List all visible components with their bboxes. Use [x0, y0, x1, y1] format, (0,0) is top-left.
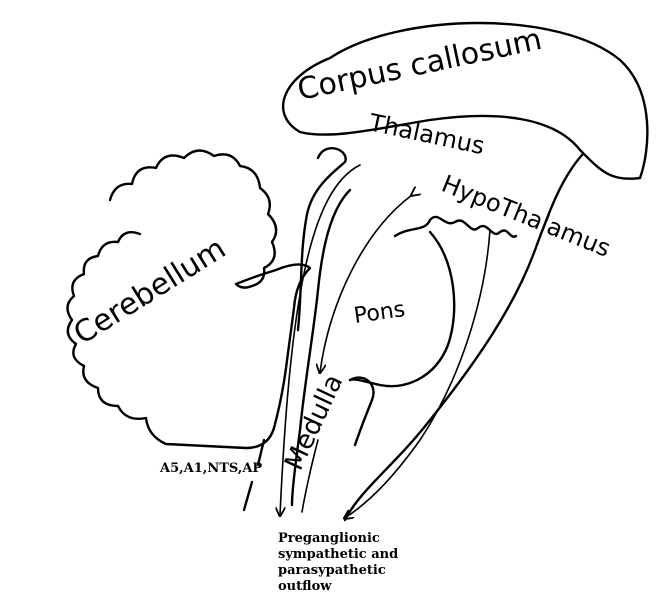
- outflow-label-line1: Preganglionic: [278, 531, 380, 546]
- cerebellum-label: Cerebellum: [68, 231, 232, 352]
- arrow-hypothalamus-to-medulla: [320, 195, 412, 372]
- nuclei-label: A5,A1,NTS,AP: [159, 461, 262, 476]
- outflow-label-line3: parasypathetic: [278, 563, 386, 578]
- corpus-callosum-label: Corpus callosum: [294, 22, 544, 108]
- outflow-label-line2: sympathetic and: [278, 547, 398, 562]
- hypothalamus-ridge: [395, 217, 516, 237]
- thalamus-outline: [298, 148, 346, 330]
- hypothalamus-label: HypoThalamus: [438, 170, 615, 263]
- medulla-notch: [350, 378, 373, 445]
- arrow-hypothalamus-to-outflow: [345, 230, 490, 518]
- pons-label: Pons: [352, 297, 406, 329]
- medulla-label: Medulla: [279, 370, 349, 475]
- outflow-label-line4: outflow: [278, 579, 332, 594]
